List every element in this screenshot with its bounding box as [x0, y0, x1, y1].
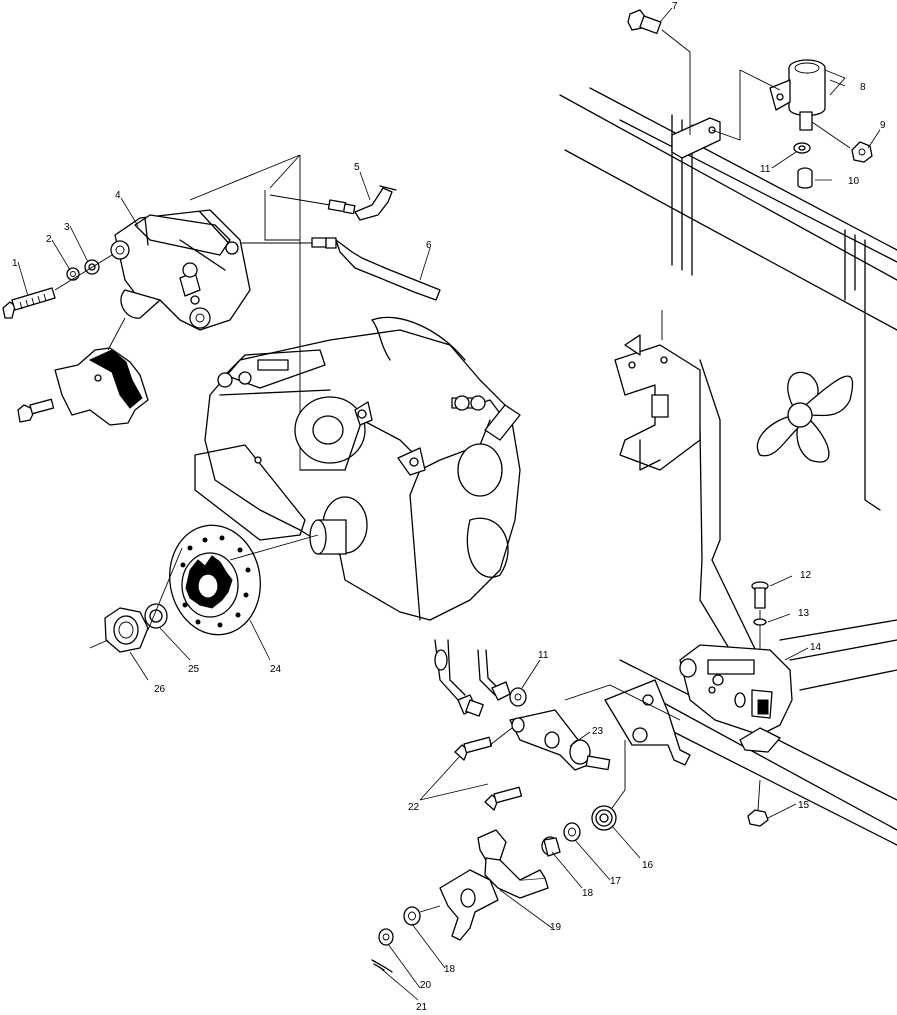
callout-1: 1 — [12, 258, 18, 269]
brake-hose-6 — [240, 237, 441, 301]
bushing-11 — [509, 659, 541, 707]
brake-pad-bracket — [17, 317, 149, 426]
callout-3: 3 — [64, 222, 70, 233]
callout-25: 25 — [188, 664, 200, 675]
bolt-12 — [751, 581, 769, 650]
callout-7: 7 — [672, 1, 678, 12]
callout-6: 6 — [426, 240, 432, 251]
bushing-18-lower — [403, 905, 441, 926]
callout-18-lower: 18 — [444, 964, 456, 975]
callout-11-bottom: 11 — [538, 650, 549, 661]
callout-21: 21 — [416, 1002, 428, 1010]
callout-16: 16 — [642, 860, 654, 871]
callout-5: 5 — [354, 162, 360, 173]
callout-13: 13 — [798, 608, 810, 619]
nut-15 — [747, 779, 769, 827]
leader-lines — [17, 7, 881, 1001]
callout-22: 22 — [408, 802, 420, 813]
washer-25 — [144, 547, 183, 631]
nut-9 — [851, 141, 873, 163]
callout-15: 15 — [798, 800, 810, 811]
callout-26: 26 — [154, 684, 166, 695]
callout-17: 17 — [610, 876, 622, 887]
washer-20 — [378, 928, 394, 946]
return-spring-16 — [591, 740, 626, 831]
cotter-pin-21 — [371, 959, 393, 973]
callout-24: 24 — [270, 664, 282, 675]
callout-20: 20 — [420, 980, 432, 991]
callout-19: 19 — [550, 922, 562, 933]
callout-4: 4 — [115, 190, 121, 201]
callout-2: 2 — [46, 234, 52, 245]
gearcase-housing — [189, 154, 521, 621]
brake-caliper — [110, 209, 251, 331]
bushing-18-upper — [541, 836, 561, 857]
callout-11-top: 11 — [760, 164, 771, 175]
brake-pedal-19 — [439, 829, 549, 941]
master-cylinder-reservoir — [711, 59, 846, 141]
brake-cable — [434, 639, 511, 717]
bolt-1 — [2, 287, 56, 319]
frame-mount-plate — [671, 117, 721, 159]
cooling-fan — [756, 371, 854, 463]
brake-line-5 — [264, 185, 397, 241]
washer-11-top — [793, 142, 811, 154]
hex-nut-26 — [89, 607, 149, 653]
callout-8: 8 — [860, 82, 866, 93]
callout-14: 14 — [810, 642, 822, 653]
callout-9: 9 — [880, 120, 886, 131]
callout-23: 23 — [592, 726, 604, 737]
pedal-bracket — [679, 644, 793, 753]
washer-17 — [563, 822, 581, 842]
brake-disc — [169, 524, 319, 636]
callout-12: 12 — [800, 570, 812, 581]
callout-labels: 1 2 3 4 5 6 7 8 9 10 11 11 12 13 14 15 1… — [12, 1, 886, 1013]
sleeve-10 — [797, 167, 813, 189]
callout-10: 10 — [848, 176, 860, 187]
washer-13 — [753, 618, 767, 626]
clevis-23 — [509, 684, 681, 771]
pin-22 — [454, 727, 523, 811]
bolt-7 — [627, 9, 691, 135]
chassis-bracket — [614, 334, 701, 471]
lock-washer-2 — [66, 267, 80, 281]
frame-rails — [559, 87, 897, 846]
switch-plate-23 — [604, 679, 691, 766]
callout-18-upper: 18 — [582, 888, 594, 899]
